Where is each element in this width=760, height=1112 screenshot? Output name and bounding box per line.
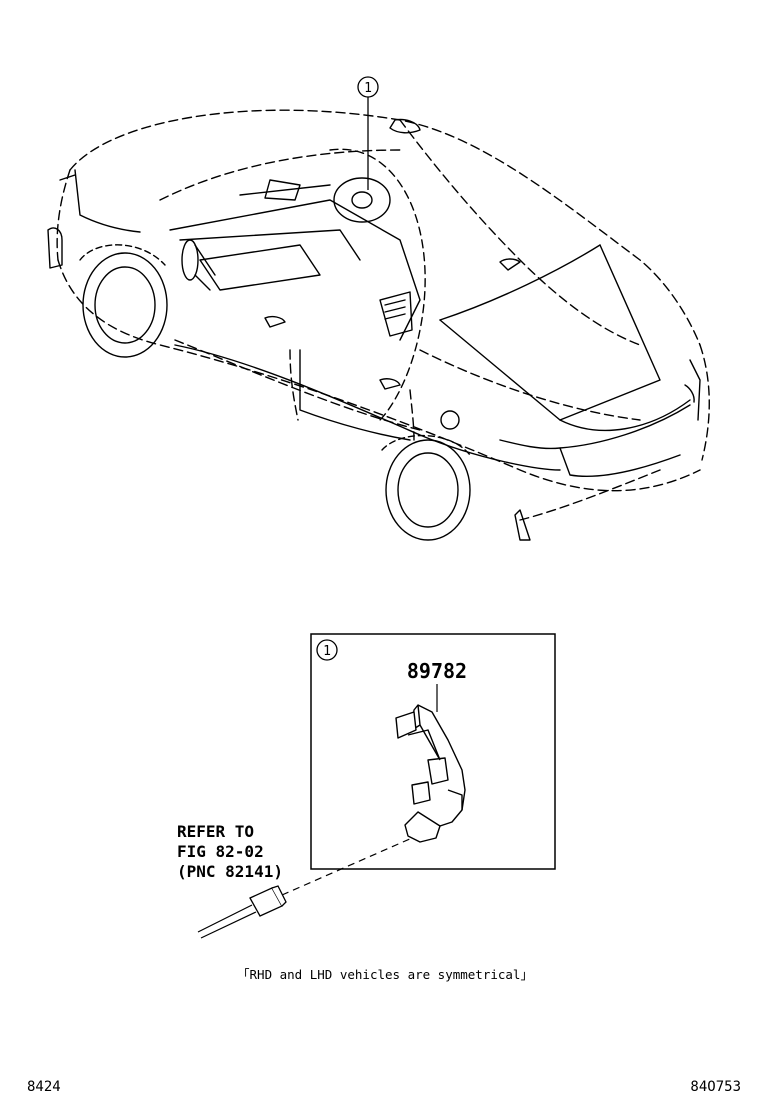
connector-plug <box>249 885 287 917</box>
vehicle-outline-dashed <box>56 109 710 521</box>
reference-line-2: FIG 82-02 <box>177 842 264 861</box>
detail-callout-circle <box>316 639 338 661</box>
vehicle-dashboard <box>169 177 421 341</box>
connector-leader-dashed <box>281 837 413 896</box>
detail-box: 1 89782 <box>310 633 556 870</box>
sensor-part-drawing <box>395 704 466 843</box>
callout-number: 1 <box>364 81 372 96</box>
reference-line-1: REFER TO <box>177 822 254 841</box>
footer-right-code: 84O753 <box>690 1079 741 1095</box>
detail-callout-number: 1 <box>323 644 331 659</box>
footer-left-code: 8424 <box>27 1079 61 1095</box>
callout-marker: 1 <box>357 76 379 190</box>
front-wheel <box>79 244 168 358</box>
callout-circle <box>357 76 379 98</box>
callout-region-marker <box>329 148 426 421</box>
symmetry-note: 「RHD and LHD vehicles are symmetrical」 <box>237 967 533 982</box>
rear-wheel <box>381 434 471 541</box>
reference-line-3: (PNC 82141) <box>177 862 283 881</box>
wire-harness <box>197 904 257 939</box>
part-number-label: 89782 <box>407 659 467 683</box>
reference-note: REFER TO FIG 82-02 (PNC 82141) <box>177 822 283 881</box>
vehicle-illustration <box>47 109 710 541</box>
vehicle-body-details <box>47 169 701 541</box>
vehicle-roof-lines <box>389 118 691 432</box>
